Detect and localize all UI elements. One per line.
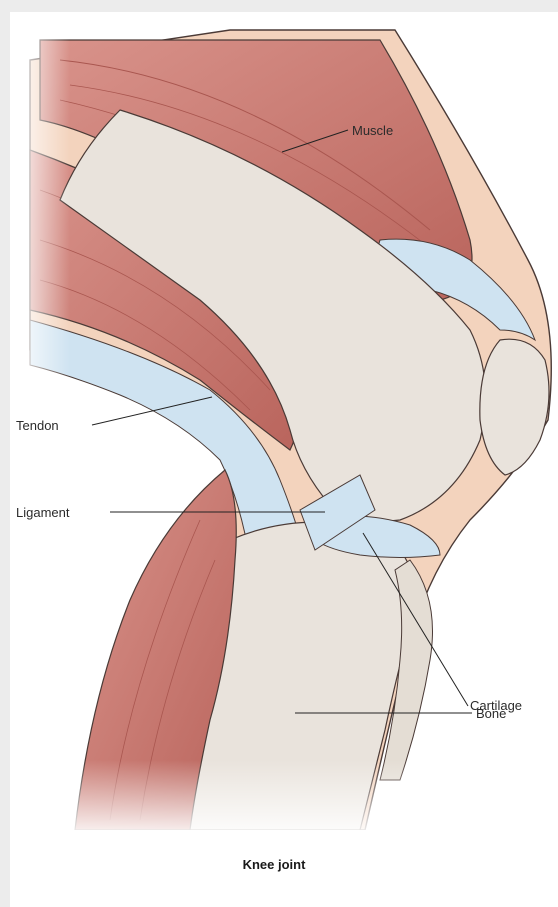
ligament-label: Ligament [16, 505, 70, 520]
muscle-label: Muscle [352, 123, 393, 138]
patella-bone [480, 339, 549, 475]
tendon-label: Tendon [16, 418, 59, 433]
bone-label: Bone [476, 706, 506, 721]
figure-caption: Knee joint [243, 857, 307, 872]
